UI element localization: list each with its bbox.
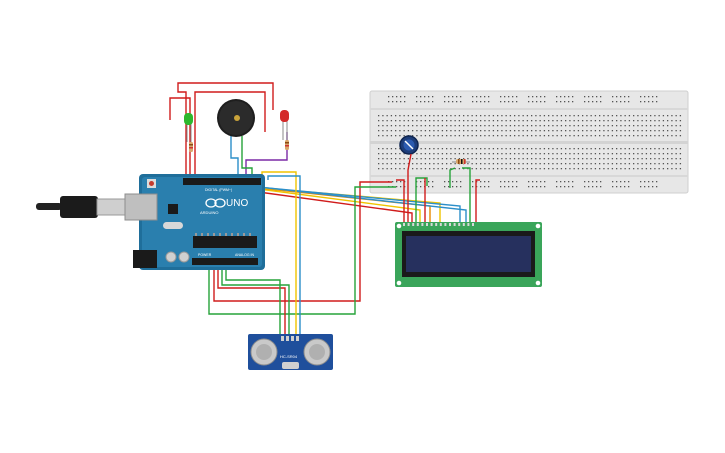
arduino-brand-label: ARDUINO — [200, 210, 218, 215]
piezo-buzzer[interactable] — [217, 99, 255, 137]
red-led[interactable] — [280, 110, 289, 140]
lcd-16x2[interactable] — [395, 222, 542, 287]
green-led[interactable] — [184, 113, 193, 142]
potentiometer[interactable] — [399, 135, 419, 155]
breadboard-holes — [378, 96, 682, 188]
ultrasonic-sensor[interactable]: HC-SR04 — [248, 334, 333, 370]
green-led-resistor — [189, 142, 193, 152]
arduino-model-label: UNO — [226, 198, 248, 209]
arduino-digital-label: DIGITAL (PWM~) — [205, 188, 232, 192]
red-led-resistor — [285, 140, 289, 150]
breadboard[interactable] — [369, 90, 689, 194]
sensor-model-label: HC-SR04 — [280, 354, 298, 359]
arduino-board[interactable]: UNO ARDUINO DIGITAL (PWM~) POWER ANALOG … — [124, 174, 265, 270]
breadboard-resistor[interactable] — [452, 159, 470, 164]
arduino-power-label: POWER — [198, 253, 212, 257]
arduino-logo-icon — [205, 198, 226, 208]
usb-cable[interactable] — [36, 196, 126, 218]
arduino-analog-label: ANALOG IN — [235, 253, 255, 257]
